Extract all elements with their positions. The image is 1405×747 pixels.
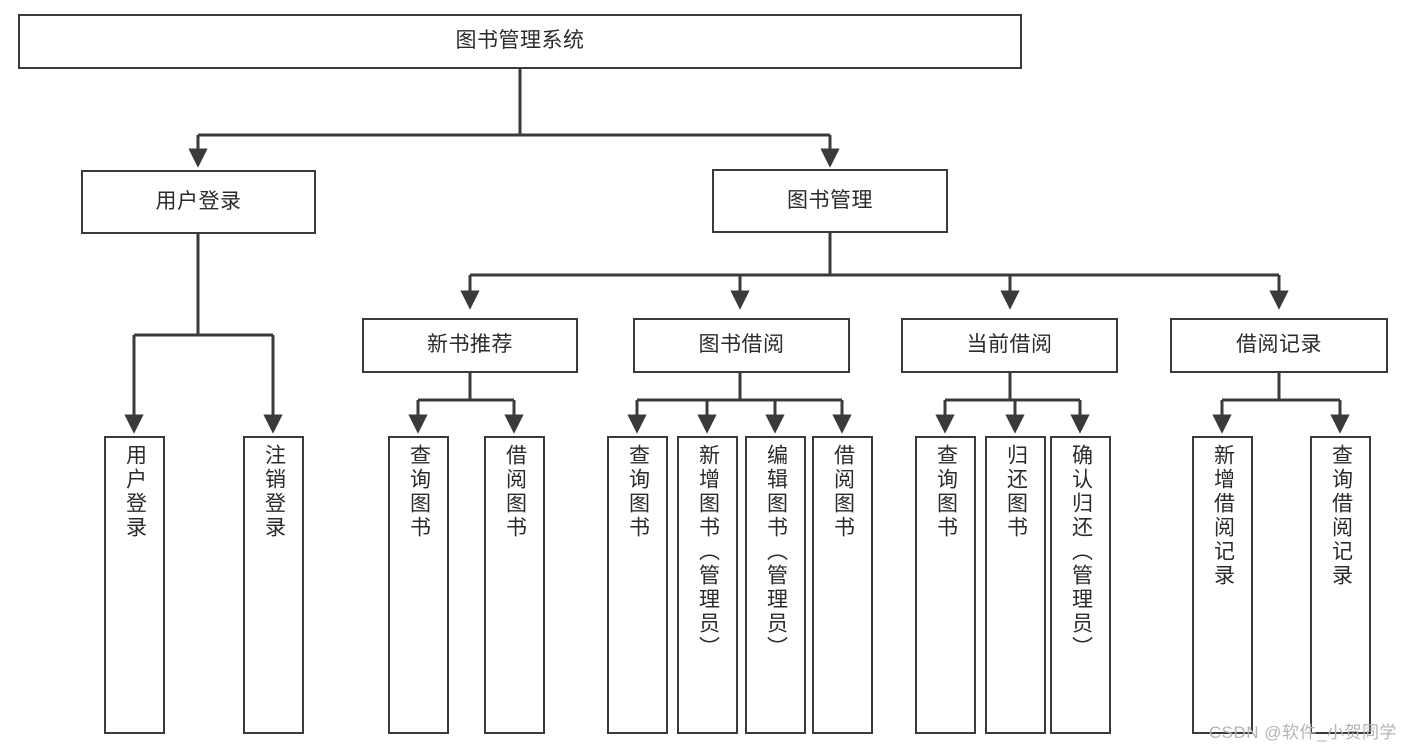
node-label: 当前借阅 [966,333,1053,357]
node-label: 用户登录 [155,189,242,213]
node-label: 借阅图书 [503,444,527,540]
node-book-borrow[interactable]: 图书借阅 [633,318,850,373]
leaf-borrow-add-book-admin[interactable]: 新增图书（管理员） [677,436,738,734]
node-label: 编辑图书（管理员） [764,444,788,660]
node-current-borrow[interactable]: 当前借阅 [901,318,1118,373]
node-label: 查询借阅记录 [1329,444,1353,588]
node-label: 查询图书 [407,444,431,540]
watermark-text: CSDN @软件_小贺同学 [1208,723,1397,742]
node-root-system[interactable]: 图书管理系统 [18,14,1022,69]
leaf-borrow-edit-book-admin[interactable]: 编辑图书（管理员） [745,436,806,734]
node-label: 注销登录 [262,444,286,540]
node-user-login[interactable]: 用户登录 [81,170,316,234]
leaf-current-confirm-return-admin[interactable]: 确认归还（管理员） [1050,436,1111,734]
leaf-borrow-borrow-book[interactable]: 借阅图书 [812,436,873,734]
node-label: 确认归还（管理员） [1069,444,1093,660]
node-label: 归还图书 [1004,444,1028,540]
node-label: 用户登录 [123,444,147,540]
node-label: 查询图书 [626,444,650,540]
leaf-recommend-query-book[interactable]: 查询图书 [388,436,449,734]
node-label: 借阅图书 [831,444,855,540]
leaf-current-return-book[interactable]: 归还图书 [985,436,1046,734]
node-label: 借阅记录 [1236,333,1322,357]
leaf-current-query-book[interactable]: 查询图书 [915,436,976,734]
leaf-recommend-borrow-book[interactable]: 借阅图书 [484,436,545,734]
node-label: 图书管理系统 [455,29,585,53]
node-label: 图书管理 [787,188,873,212]
node-book-management[interactable]: 图书管理 [712,169,948,233]
leaf-user-logout[interactable]: 注销登录 [243,436,304,734]
leaf-user-login[interactable]: 用户登录 [104,436,165,734]
node-borrow-record[interactable]: 借阅记录 [1170,318,1388,373]
leaf-record-add-record[interactable]: 新增借阅记录 [1192,436,1253,734]
node-label: 新书推荐 [427,333,513,357]
node-label: 图书借阅 [698,333,785,357]
node-label: 新增借阅记录 [1211,444,1235,588]
node-label: 新增图书（管理员） [696,444,720,660]
leaf-record-query-record[interactable]: 查询借阅记录 [1310,436,1371,734]
node-label: 查询图书 [934,444,958,540]
leaf-borrow-query-book[interactable]: 查询图书 [607,436,668,734]
node-new-book-recommend[interactable]: 新书推荐 [362,318,578,373]
